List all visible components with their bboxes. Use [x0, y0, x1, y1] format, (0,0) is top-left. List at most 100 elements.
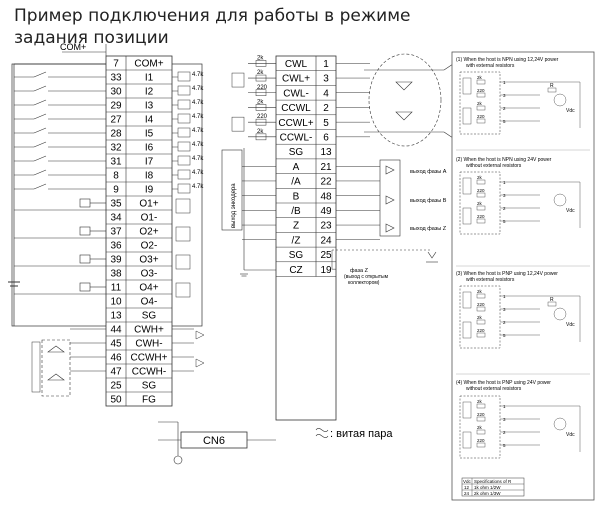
panel-section-3-subtitle: with external resistors	[466, 277, 515, 283]
input-resistor-label: 4.7k	[192, 184, 204, 190]
panel-resistor	[547, 301, 557, 307]
left-pin-number: 29	[110, 101, 122, 112]
panel-resistor	[476, 319, 486, 325]
panel-section-1-subtitle: with external resistors	[466, 63, 515, 69]
panel-resistor-label: 220	[477, 188, 485, 193]
right-pin-signal: CCWL+	[278, 118, 313, 129]
right-pin-signal: Z	[293, 221, 299, 232]
limit-resistor-label: 220	[257, 114, 268, 120]
panel-driver-box	[459, 395, 501, 459]
left-pin-signal: CWH-	[135, 339, 162, 350]
left-pin-number: 36	[110, 241, 122, 252]
input-optocoupler	[177, 113, 191, 124]
limit-optocoupler	[231, 116, 245, 132]
panel-vdc-label: Vdc	[566, 322, 575, 328]
panel-section-4-title: (4) When the host is PNP using 24V power	[456, 380, 551, 386]
right-pin-number: 2	[323, 103, 329, 114]
line-receiver	[195, 330, 205, 340]
panel-resistor	[476, 306, 486, 312]
limit-resistor	[255, 133, 267, 141]
panel-optocoupler	[462, 207, 472, 225]
right-pin-signal: SG	[289, 147, 304, 158]
input-switch	[33, 99, 47, 106]
left-pin-signal: I4	[145, 115, 154, 126]
left-pin-signal: I1	[145, 73, 154, 84]
limit-resistor-label: 2k	[257, 55, 264, 61]
phase-a-label: выход фазы A	[410, 169, 447, 175]
input-switch	[33, 155, 47, 162]
line-receiver	[195, 358, 205, 368]
panel-resistor-label: 220	[477, 328, 485, 333]
limit-resistor	[255, 104, 267, 111]
panel-resistor-label: 2k	[477, 75, 483, 80]
right-pin-signal: CCWL-	[280, 133, 313, 144]
input-resistor-label: 4.7k	[192, 170, 204, 176]
left-pin-signal: I7	[145, 157, 154, 168]
limit-resistor-label: 2k	[257, 99, 264, 105]
spec-table-row2-vdc: 24	[464, 491, 470, 496]
left-pin-number: 44	[110, 325, 122, 336]
left-connector-frame	[105, 55, 173, 407]
phase-z-note-2: (выход с открытым	[344, 274, 389, 280]
left-pin-number: 28	[110, 129, 122, 140]
left-pin-number: 39	[110, 255, 122, 266]
panel-driver-box	[459, 71, 501, 135]
panel-optocoupler	[462, 77, 472, 95]
left-pin-number: 46	[110, 353, 122, 364]
left-pin-number: 35	[110, 199, 122, 210]
encoder-output-label: выход энкодера	[231, 183, 237, 228]
panel-pin-number: 5	[503, 119, 506, 124]
input-switch	[33, 141, 47, 148]
right-pin-signal: /Z	[292, 235, 301, 246]
panel-vdc-label: Vdc	[566, 208, 575, 214]
panel-section-2-subtitle: without external resistors	[466, 163, 522, 169]
panel-resistor-label: 220	[477, 88, 485, 93]
panel-r-label: R	[550, 83, 554, 89]
panel-resistor-label: 220	[477, 438, 485, 443]
left-pin-signal: O3+	[139, 255, 158, 266]
panel-resistor	[476, 205, 486, 211]
left-pin-number: 34	[110, 213, 122, 224]
panel-pin-number: 3	[503, 93, 506, 98]
panel-resistor-label: 220	[477, 412, 485, 417]
right-pin-number: 49	[320, 206, 332, 217]
relay-coil	[79, 282, 91, 292]
input-optocoupler	[177, 99, 191, 110]
left-pin-signal: O1-	[141, 213, 158, 224]
input-resistor-label: 4.7k	[192, 100, 204, 106]
left-pin-number: 47	[110, 367, 122, 378]
right-pin-number: 3	[323, 74, 329, 85]
left-pin-signal: COM+	[134, 59, 163, 70]
left-pin-number: 50	[110, 395, 122, 406]
input-switch	[33, 85, 47, 92]
input-resistor-label: 4.7k	[192, 72, 204, 78]
input-optocoupler	[177, 155, 191, 166]
panel-resistor-label: 2k	[477, 425, 483, 430]
panel-optocoupler	[462, 431, 472, 449]
right-connector-frame	[275, 55, 337, 421]
panel-optocoupler	[462, 177, 472, 195]
output-optocoupler	[175, 254, 191, 270]
right-pin-number: 22	[320, 177, 332, 188]
left-pin-signal: O1+	[139, 199, 158, 210]
right-pin-number: 23	[320, 221, 332, 232]
right-pin-number: 5	[323, 118, 329, 129]
left-pin-number: 9	[113, 185, 119, 196]
right-pin-signal: SG	[289, 250, 304, 261]
left-pin-signal: CWH+	[134, 325, 164, 336]
left-pin-number: 8	[113, 171, 119, 182]
left-pin-number: 45	[110, 339, 122, 350]
left-pin-signal: I9	[145, 185, 154, 196]
input-switch	[33, 71, 47, 78]
page-title: Пример подключения для работы в режиме	[14, 6, 411, 26]
panel-pin-number: 5	[503, 333, 506, 338]
limit-resistor-label: 220	[257, 85, 268, 91]
spec-table-row1-vdc: 12	[464, 485, 470, 490]
panel-section-3-title: (3) When the host is PNP using 12,24V po…	[456, 271, 558, 277]
spec-table-head-vdc: Vdc	[463, 479, 472, 484]
limit-resistor	[255, 60, 267, 67]
panel-r-label: R	[550, 297, 554, 303]
left-pin-signal: I6	[145, 143, 154, 154]
panel-pin-number: 5	[503, 219, 506, 224]
input-switch	[33, 183, 47, 190]
